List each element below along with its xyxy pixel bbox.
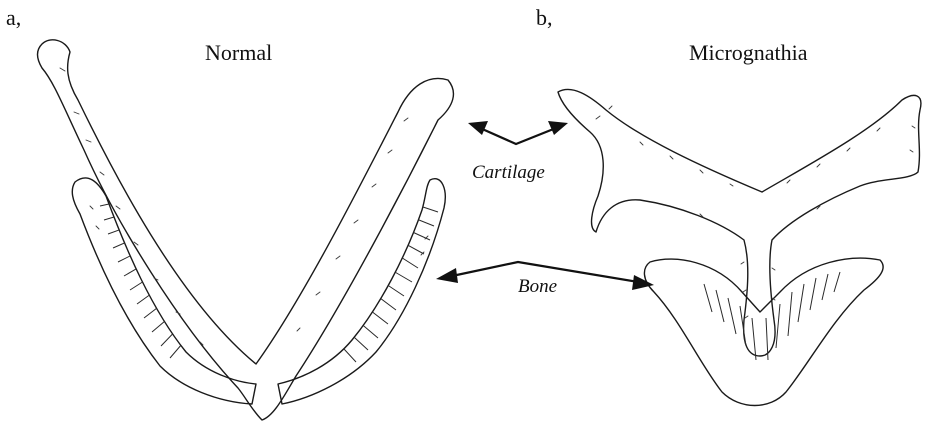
cartilage-arrowhead-left: [468, 121, 488, 135]
normal-right-bone-outline: [278, 179, 445, 404]
panel-a-letter: a,: [6, 5, 21, 30]
cartilage-arrowhead-right: [548, 121, 568, 135]
panel-b-letter: b,: [536, 5, 553, 30]
normal-right-bone-hatching: [332, 206, 438, 362]
normal-cartilage-outline: [38, 40, 454, 420]
normal-mandible-drawing: [38, 40, 454, 420]
panel-a-title: Normal: [205, 40, 272, 65]
bone-label: Bone: [518, 276, 557, 297]
bone-arrowhead-left: [436, 268, 458, 283]
cartilage-label: Cartilage: [472, 162, 545, 183]
panel-b-title: Micrognathia: [689, 40, 808, 65]
normal-left-bone-outline: [72, 178, 256, 404]
normal-left-bone-hatching: [100, 202, 194, 358]
normal-cartilage-texture: [60, 68, 428, 345]
bone-annotation: Bone: [436, 262, 654, 297]
micrognathia-bone-outline: [644, 258, 883, 405]
micrognathia-cartilage-outline: [558, 89, 921, 356]
cartilage-arrow: [480, 128, 556, 144]
cartilage-annotation: Cartilage: [468, 121, 568, 183]
micrognathia-mandible-drawing: [558, 89, 921, 405]
